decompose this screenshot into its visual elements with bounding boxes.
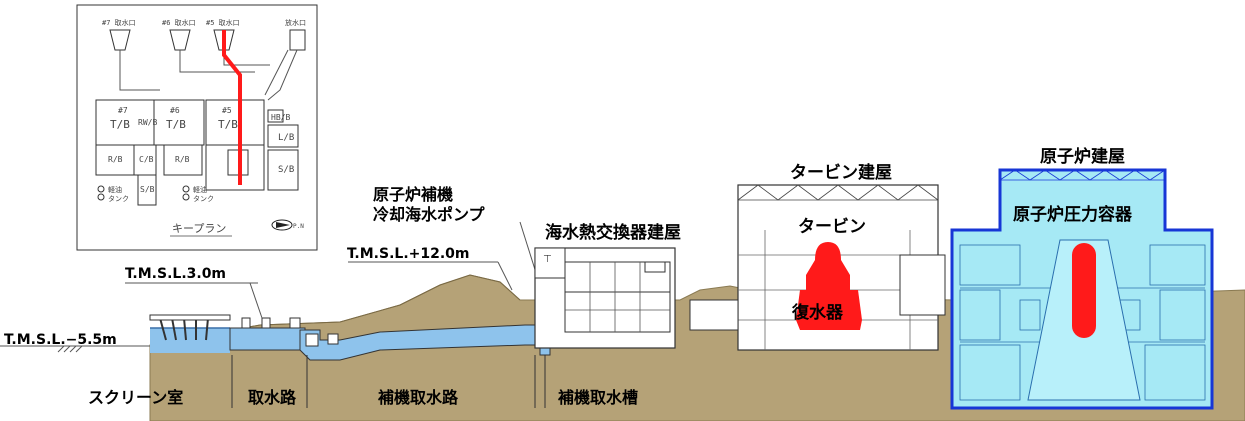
- svg-text:⊤: ⊤: [543, 254, 552, 265]
- svg-text:#6 取水口: #6 取水口: [162, 18, 196, 27]
- turbine-building: [689, 184, 946, 351]
- svg-text:P.N: P.N: [293, 223, 304, 230]
- turbine-building-label: タービン建屋: [790, 162, 892, 183]
- svg-text:T/B: T/B: [166, 118, 186, 131]
- pump-label-1: 原子炉補機: [373, 185, 453, 204]
- svg-text:タンク: タンク: [108, 194, 129, 203]
- reactor-building-label: 原子炉建屋: [1040, 146, 1125, 167]
- elevation-ground-label: T.M.S.L.3.0m: [125, 266, 226, 282]
- svg-text:軽油: 軽油: [108, 185, 122, 194]
- svg-text:放水口: 放水口: [285, 18, 306, 27]
- zone-aux-intake-channel: 補機取水路: [377, 388, 459, 407]
- elevation-hill-label: T.M.S.L.+12.0m: [347, 246, 470, 262]
- svg-text:L/B: L/B: [278, 133, 294, 143]
- reactor-building: [950, 168, 1214, 410]
- zone-screen-room: スクリーン室: [88, 388, 183, 407]
- condenser-shape: [796, 290, 862, 330]
- rpv-shape: [1072, 243, 1096, 338]
- svg-text:タンク: タンク: [193, 194, 214, 203]
- svg-text:HB/B: HB/B: [271, 113, 290, 122]
- zone-aux-intake-tank: 補機取水槽: [557, 388, 638, 407]
- svg-text:R/B: R/B: [175, 155, 190, 164]
- svg-text:C/B: C/B: [139, 155, 154, 164]
- rpv-label: 原子炉圧力容器: [1013, 204, 1133, 225]
- svg-text:RW/B: RW/B: [138, 118, 157, 127]
- svg-text:軽油: 軽油: [193, 185, 207, 194]
- svg-text:S/B: S/B: [140, 185, 155, 194]
- svg-text:キープラン: キープラン: [172, 222, 226, 235]
- key-plan-red-route: [222, 30, 242, 185]
- zone-intake-channel: 取水路: [248, 388, 297, 407]
- svg-text:#6: #6: [170, 106, 180, 115]
- svg-text:R/B: R/B: [108, 155, 123, 164]
- north-arrow-icon: [271, 219, 293, 231]
- hx-building-label: 海水熱交換器建屋: [545, 222, 681, 243]
- svg-text:T/B: T/B: [218, 118, 238, 131]
- pump-label-2: 冷却海水ポンプ: [373, 205, 486, 224]
- turbine-shape: [806, 242, 850, 290]
- elevation-sea-label: T.M.S.L.−5.5m: [4, 332, 117, 348]
- svg-text:#7 取水口: #7 取水口: [102, 18, 136, 27]
- turbine-label: タービン: [798, 217, 866, 237]
- sea-water: [0, 314, 231, 353]
- svg-text:S/B: S/B: [278, 165, 294, 175]
- seawater-heat-exchanger-building: ⊤: [534, 247, 676, 349]
- condenser-label: 復水器: [791, 302, 844, 323]
- svg-text:T/B: T/B: [110, 118, 130, 131]
- svg-text:#7: #7: [118, 106, 128, 115]
- svg-text:#5 取水口: #5 取水口: [206, 18, 240, 27]
- sea: [150, 328, 230, 353]
- svg-text:#5: #5: [222, 106, 232, 115]
- key-plan: #7 T/B #6 T/B #5 T/B RW/B R/B C/B R/B S/…: [76, 4, 318, 251]
